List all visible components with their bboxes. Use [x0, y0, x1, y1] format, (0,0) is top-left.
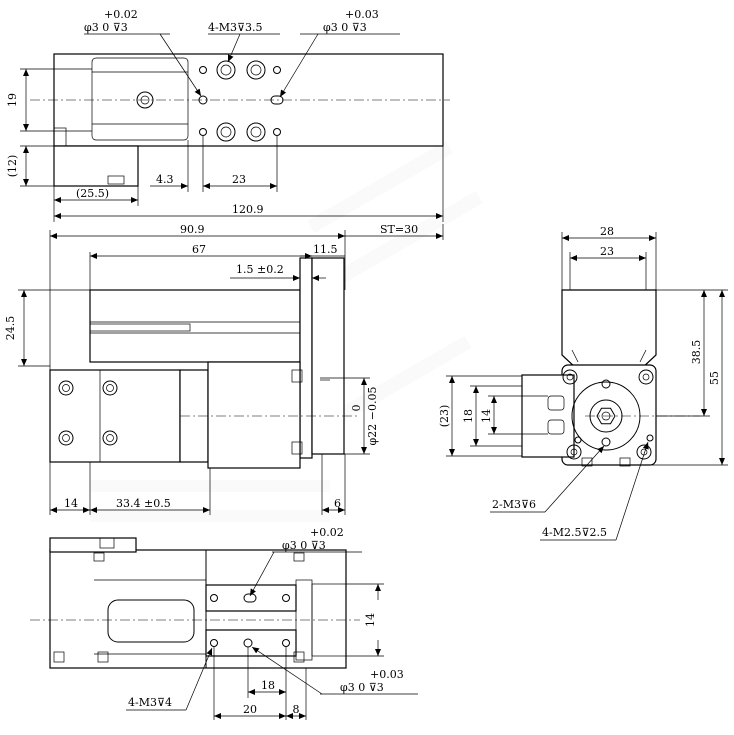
- front-screw-3: [58, 430, 74, 446]
- bottom-view: +0.02 φ3 0 ⊽3 14 +0.03 φ3 0 ⊽3 18 20 8 4…: [30, 526, 418, 720]
- top-tol-left-plus: +0.02: [104, 8, 138, 21]
- top-view: +0.02 φ3 0 ⊽3 4-M3⊽3.5 +0.03 φ3 0 ⊽3 19 …: [6, 8, 450, 222]
- front-dim-11-5: 11.5: [313, 243, 338, 256]
- front-view: 90.9 ST=30 67 11.5 1.5 ±0.2: [4, 223, 444, 515]
- side-m3-hole-bot: [601, 437, 611, 447]
- front-dim-22-zero: 0: [350, 405, 363, 412]
- top-tol-right-main: φ3 0 ⊽3: [323, 21, 367, 34]
- side-dim-23p: (23): [438, 405, 451, 428]
- top-screw-hole-3: [216, 122, 236, 142]
- top-dim-120-9: 120.9: [232, 203, 264, 216]
- bottom-tol-top-main: φ3 0 ⊽3: [282, 539, 326, 552]
- top-dim-4-3: 4.3: [156, 173, 174, 186]
- side-dim-23: 23: [600, 245, 614, 258]
- bottom-holes-note: 4-M3⊽4: [128, 696, 172, 709]
- top-bottom-ledge: [53, 145, 139, 187]
- front-dim-6: 6: [334, 497, 341, 510]
- top-gripper-block: [91, 57, 189, 141]
- bottom-tol-top-plus: +0.02: [310, 526, 344, 539]
- bottom-dim-14: 14: [364, 613, 377, 627]
- top-dim-23: 23: [232, 173, 246, 186]
- top-holes-note: 4-M3⊽3.5: [208, 21, 263, 34]
- top-dim-12: (12): [6, 155, 19, 178]
- top-tol-right-plus: +0.03: [345, 8, 379, 21]
- front-dim-22-main: φ22 −0.05: [366, 387, 379, 446]
- side-dim-28: 28: [600, 225, 614, 238]
- bottom-tol-bot-main: φ3 0 ⊽3: [340, 681, 384, 694]
- side-note-m25: 4-M2.5⊽2.5: [542, 526, 607, 539]
- side-corner-screw-tr: [638, 369, 654, 385]
- bottom-window: [107, 599, 195, 643]
- side-shaft-hex: [596, 407, 616, 425]
- front-end-plate: [299, 257, 313, 459]
- side-dim-38-5: 38.5: [690, 340, 703, 365]
- side-dim-14: 14: [480, 409, 493, 423]
- front-motor-block: [49, 369, 181, 463]
- top-tol-left-main: φ3 0 ⊽3: [84, 21, 128, 34]
- front-screw-4: [102, 430, 118, 446]
- top-dim-19: 19: [6, 93, 19, 107]
- watermark: [90, 140, 483, 522]
- front-dim-67: 67: [192, 243, 206, 256]
- front-finger-body: [89, 289, 301, 363]
- top-dim-25-5: (25.5): [76, 187, 109, 200]
- side-dim-55: 55: [708, 371, 721, 385]
- front-screw-2: [102, 380, 118, 396]
- side-connector: [521, 374, 575, 458]
- front-dim-33-4: 33.4 ±0.5: [116, 497, 171, 510]
- bottom-dim-8: 8: [293, 703, 300, 716]
- bottom-dim-18: 18: [261, 679, 275, 692]
- bottom-body-outline: [49, 549, 347, 669]
- side-m3-hole-top: [601, 379, 611, 389]
- front-dim-14: 14: [64, 497, 78, 510]
- front-screw-1: [58, 380, 74, 396]
- bottom-slot-top: [243, 593, 257, 603]
- top-screw-hole-4: [246, 122, 266, 142]
- bottom-dim-20: 20: [243, 703, 257, 716]
- bottom-tol-bot-plus: +0.03: [370, 668, 404, 681]
- front-dim-stroke: ST=30: [380, 223, 418, 236]
- top-screw-hole-2: [246, 60, 266, 80]
- side-corner-screw-bl: [566, 444, 582, 460]
- side-dim-18: 18: [462, 409, 475, 423]
- front-dim-24-5: 24.5: [4, 316, 17, 341]
- bottom-jaw-bottom: [205, 629, 297, 657]
- top-screw-hole-1: [216, 60, 236, 80]
- front-dim-1-5: 1.5 ±0.2: [236, 263, 284, 276]
- side-view: 28 23 38.5 55 (23) 18 14 2-M3⊽6 4-M2.5⊽2…: [438, 225, 728, 541]
- front-dim-90-9: 90.9: [180, 223, 205, 236]
- side-note-m3: 2-M3⊽6: [492, 498, 536, 511]
- side-corner-screw-tl: [562, 369, 578, 385]
